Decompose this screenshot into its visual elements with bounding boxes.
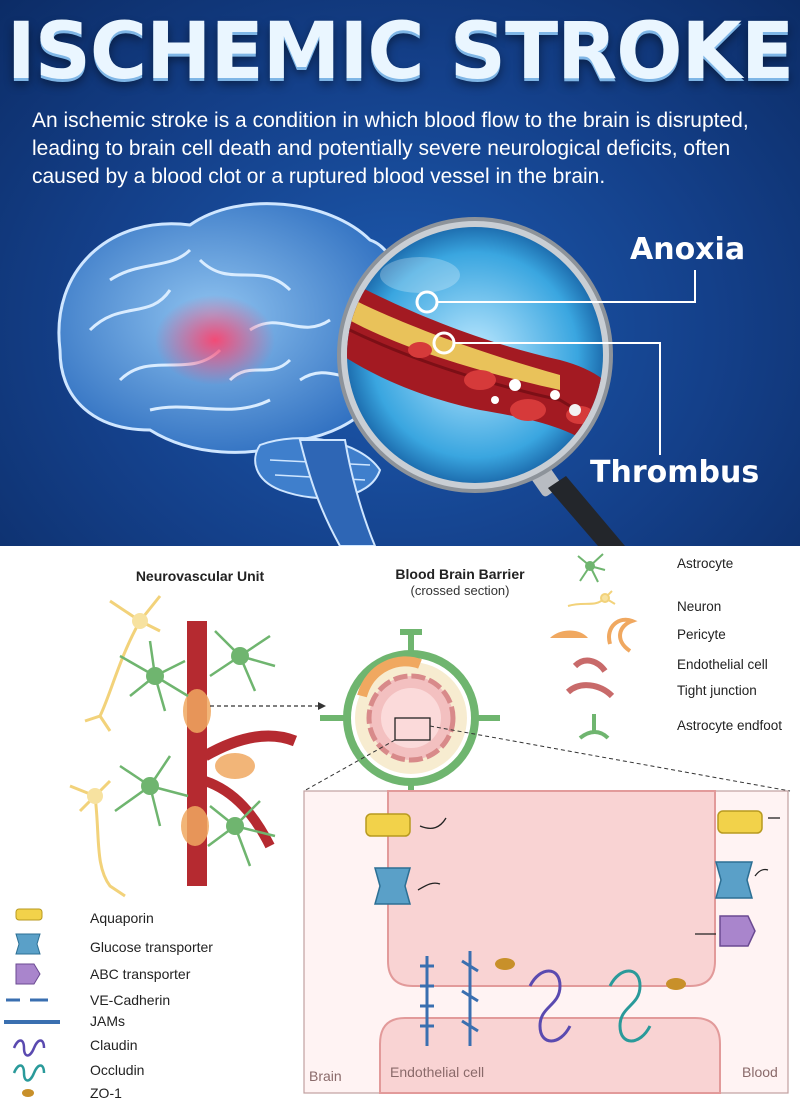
cell-legend-icons <box>550 553 638 740</box>
legend-jams: JAMs <box>90 1013 125 1029</box>
thrombus-label: Thrombus <box>590 455 760 490</box>
blood-vessel <box>347 270 603 460</box>
pericyte-icon-2 <box>607 617 638 653</box>
legend-tight-junction: Tight junction <box>677 683 757 698</box>
junction-proteins <box>420 951 652 1046</box>
bbb-title: Blood Brain Barrier <box>395 566 525 582</box>
abc-transporter-shape <box>719 915 756 947</box>
poster-title: ISCHEMIC STROKE <box>6 7 795 97</box>
bbb-inset <box>303 790 789 1094</box>
tight-junction-icon <box>565 682 615 699</box>
nvu-illustration <box>69 595 298 898</box>
neuron-icon <box>567 590 616 607</box>
stroke-poster: ISCHEMIC STROKE An ischemic stroke is a … <box>0 0 800 546</box>
legend-endothelial-cell: Endothelial cell <box>677 657 768 672</box>
brain-illustration <box>57 202 696 546</box>
magnifier-lens <box>337 217 696 493</box>
glucose-transporter-shape <box>374 867 411 905</box>
claudin-icon <box>12 1039 46 1057</box>
legend-aquaporin: Aquaporin <box>90 910 154 926</box>
glucose-transporter-icon <box>15 933 41 955</box>
glucose-transporter-shape <box>715 861 753 899</box>
legend-abc-transporter: ABC transporter <box>90 966 191 982</box>
legend-claudin: Claudin <box>90 1037 138 1053</box>
bbb-cross-section <box>320 629 500 811</box>
legend-neuron: Neuron <box>677 599 722 614</box>
bbb-figure <box>4 553 791 1097</box>
abc-transporter-icon <box>15 963 41 985</box>
anoxia-label: Anoxia <box>630 232 746 267</box>
bbb-diagram: Neurovascular Unit Blood Brain Barrier (… <box>0 546 800 1103</box>
nvu-neurons <box>69 595 162 898</box>
inset-endothelial-label: Endothelial cell <box>390 1064 485 1080</box>
legend-zo1: ZO-1 <box>90 1085 122 1101</box>
inset-brain-label: Brain <box>309 1068 342 1084</box>
legend-astrocyte: Astrocyte <box>677 556 734 571</box>
endothelial-icon <box>572 657 608 673</box>
brain-shape <box>57 202 402 546</box>
aquaporin-shape <box>717 810 763 834</box>
legend-astrocyte-endfoot: Astrocyte endfoot <box>677 718 783 733</box>
nvu-astrocytes <box>114 630 276 867</box>
poster-description: An ischemic stroke is a condition in whi… <box>32 109 749 188</box>
bbb-subtitle: (crossed section) <box>410 583 510 598</box>
zo1-shape <box>495 958 515 970</box>
aquaporin-shape <box>365 813 411 837</box>
zo1-icon <box>22 1089 34 1097</box>
protein-legend-icons <box>4 908 60 1097</box>
astrocyte-icon <box>577 553 606 583</box>
zo1-shape <box>666 978 686 990</box>
occludin-icon <box>12 1064 46 1082</box>
legend-pericyte: Pericyte <box>677 627 726 642</box>
inset-blood-label: Blood <box>742 1064 778 1080</box>
legend-glucose-transporter: Glucose transporter <box>90 939 213 955</box>
legend-occludin: Occludin <box>90 1062 145 1078</box>
legend-ve-cadherin: VE-Cadherin <box>90 992 171 1008</box>
endfoot-icon <box>578 714 610 740</box>
pericyte-icon <box>550 630 588 638</box>
nvu-title: Neurovascular Unit <box>135 568 265 584</box>
aquaporin-icon <box>15 908 43 921</box>
